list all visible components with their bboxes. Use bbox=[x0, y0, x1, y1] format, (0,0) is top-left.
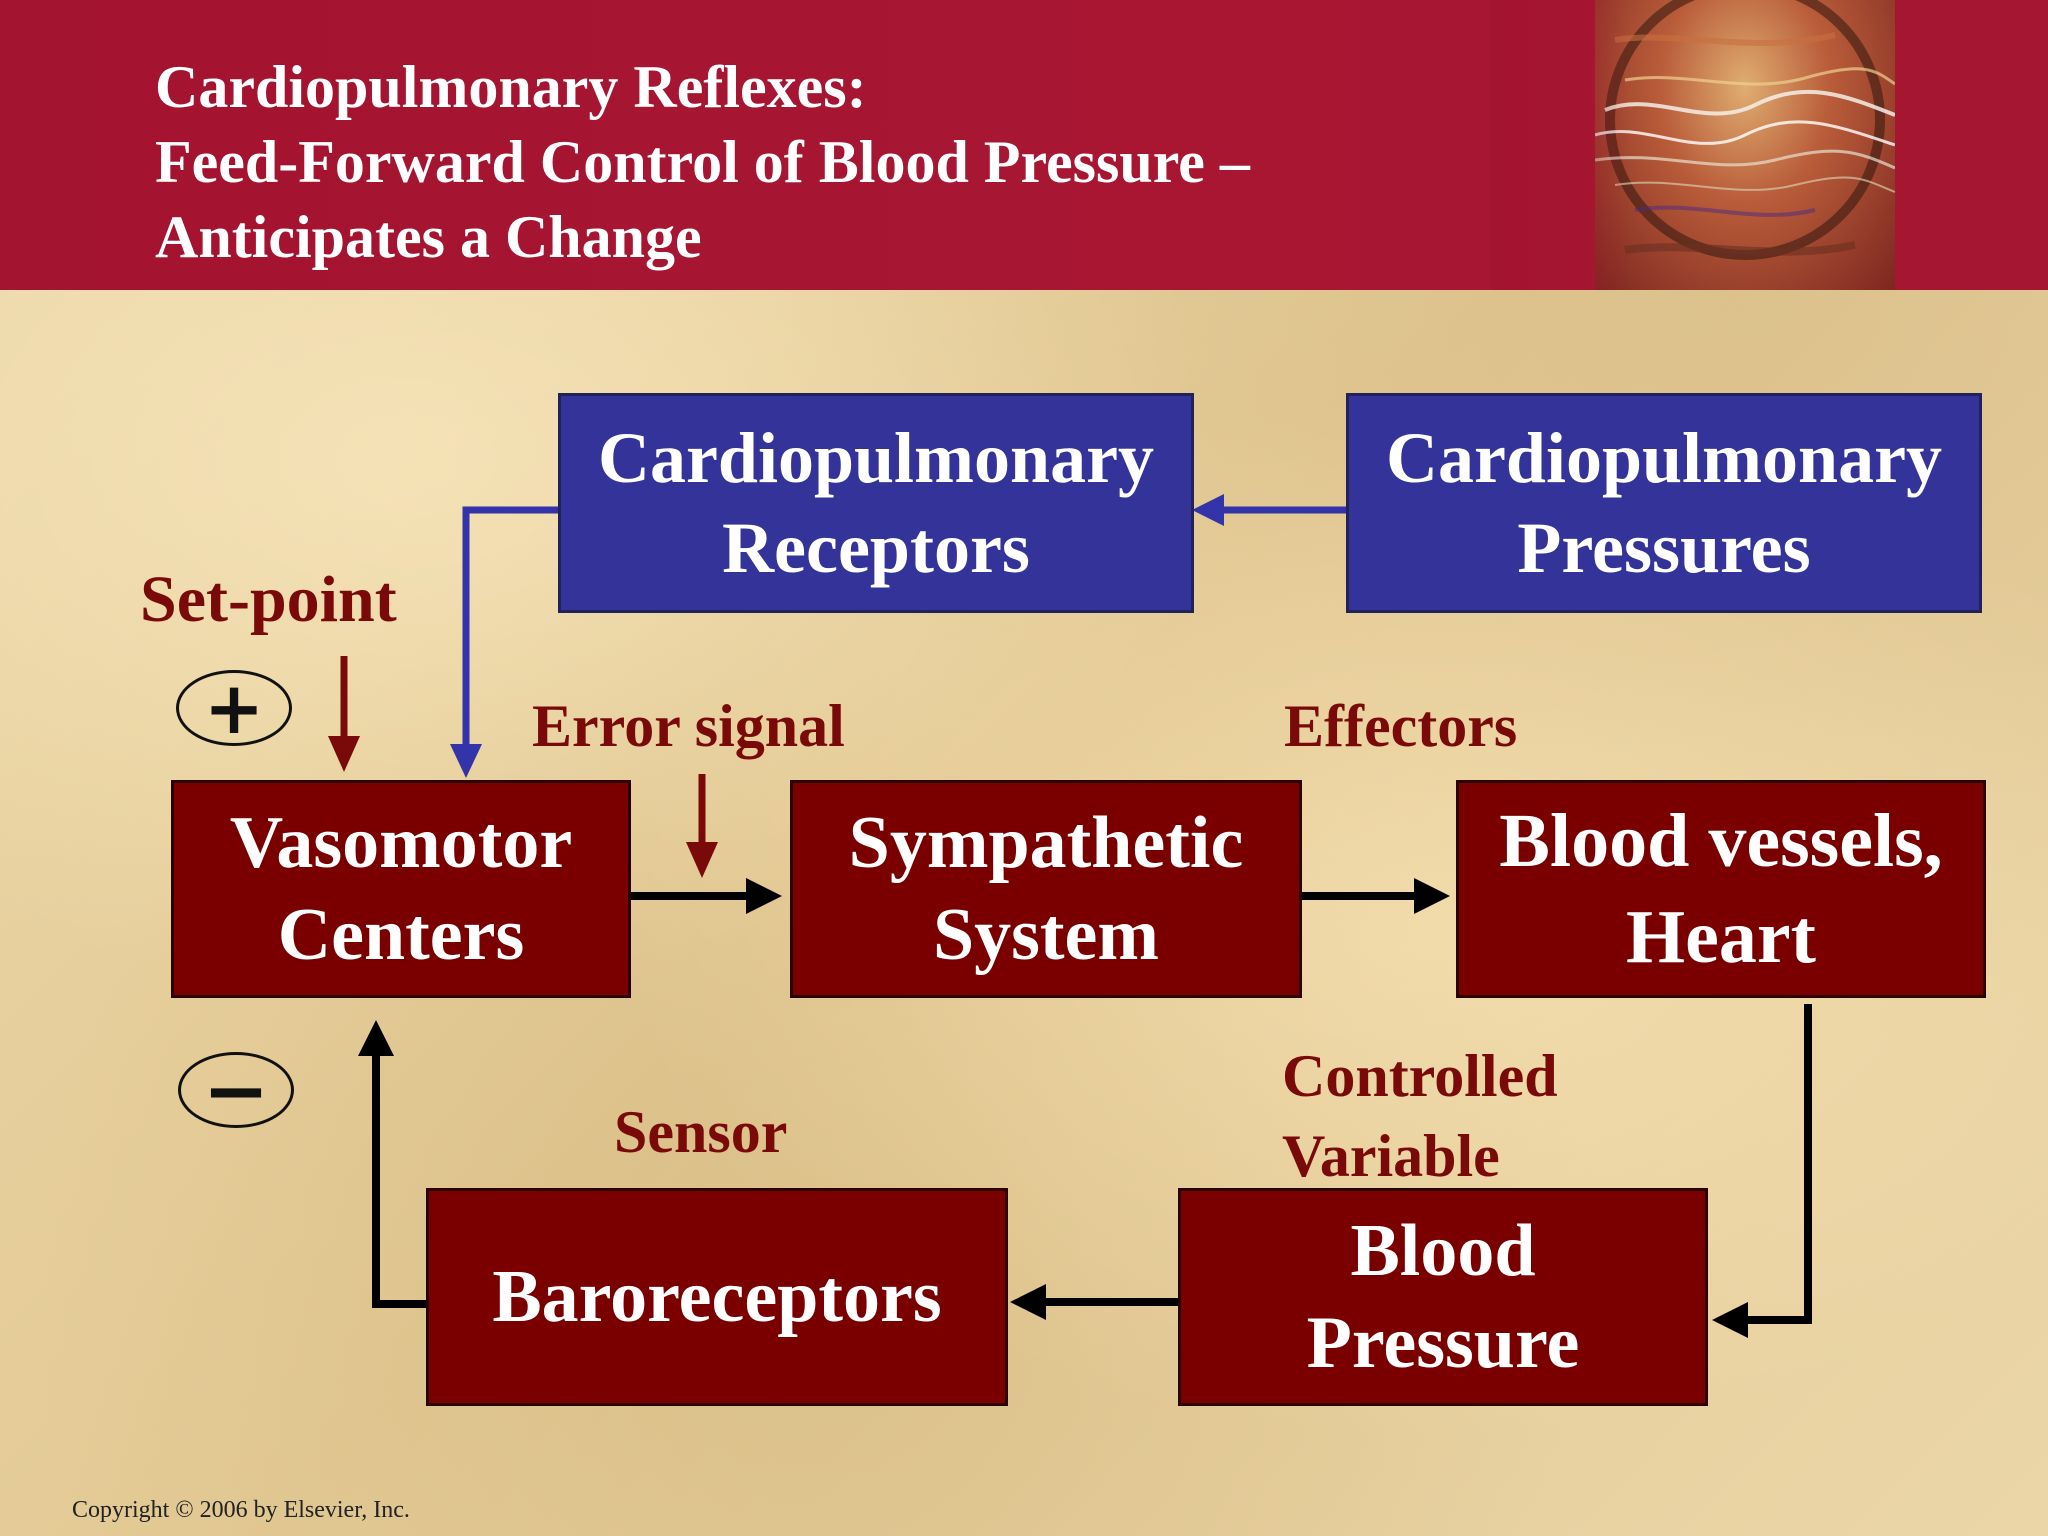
arrow-head-set-point bbox=[328, 736, 360, 772]
vasomotor-line-1: Vasomotor bbox=[229, 802, 573, 884]
controlled-variable-line-1: Controlled bbox=[1282, 1043, 1558, 1109]
cardiopulmonary-receptors-box: Cardiopulmonary Receptors bbox=[558, 393, 1194, 613]
receptors-line-1: Cardiopulmonary bbox=[597, 418, 1155, 498]
decorative-artwork bbox=[1595, 0, 1895, 290]
controlled-variable-label: Controlled Variable bbox=[1282, 1036, 1558, 1196]
cardiopulmonary-pressures-box: Cardiopulmonary Pressures bbox=[1346, 393, 1982, 613]
arrow-head-error-signal bbox=[686, 842, 718, 878]
arrow-head-pressures-to-receptors bbox=[1192, 494, 1224, 526]
sympathetic-line-2: System bbox=[932, 894, 1160, 976]
plus-sign-icon: + bbox=[176, 666, 292, 750]
blood-pressure-line-1: Blood bbox=[1350, 1210, 1536, 1292]
arrow-head-baroreceptors-to-vasomotor bbox=[358, 1020, 394, 1056]
arrow-vessels-to-blood-pressure bbox=[1746, 1004, 1812, 1324]
title-line-2: Feed-Forward Control of Blood Pressure – bbox=[155, 129, 1250, 195]
arrow-head-vasomotor-to-sympathetic bbox=[746, 878, 782, 914]
baroreceptors-line-1: Baroreceptors bbox=[492, 1256, 942, 1338]
arrow-head-vessels-to-blood-pressure bbox=[1712, 1302, 1748, 1338]
pressures-line-2: Pressures bbox=[1517, 508, 1811, 588]
blood-pressure-box: Blood Pressure bbox=[1178, 1188, 1708, 1406]
sympathetic-line-1: Sympathetic bbox=[848, 802, 1244, 884]
controlled-variable-line-2: Variable bbox=[1282, 1123, 1500, 1189]
vasomotor-line-2: Centers bbox=[277, 894, 525, 976]
vasomotor-centers-box: Vasomotor Centers bbox=[171, 780, 631, 998]
banner-fade bbox=[1490, 0, 1630, 290]
baroreceptors-box: Baroreceptors bbox=[426, 1188, 1008, 1406]
arrow-baroreceptors-to-vasomotor bbox=[372, 1054, 428, 1308]
vessels-line-2: Heart bbox=[1626, 895, 1816, 979]
pressures-line-1: Cardiopulmonary bbox=[1385, 418, 1943, 498]
set-point-label: Set-point bbox=[140, 563, 397, 636]
copyright-notice: Copyright © 2006 by Elsevier, Inc. bbox=[72, 1497, 410, 1523]
receptors-line-2: Receptors bbox=[722, 508, 1030, 588]
arrow-head-receptors-to-vasomotor bbox=[450, 744, 482, 778]
arrow-head-blood-pressure-to-baroreceptors bbox=[1010, 1284, 1046, 1320]
sympathetic-system-box: Sympathetic System bbox=[790, 780, 1302, 998]
title-line-1: Cardiopulmonary Reflexes: bbox=[155, 54, 867, 120]
error-signal-label: Error signal bbox=[532, 693, 845, 759]
minus-sign-text: − bbox=[202, 1043, 270, 1137]
effectors-label: Effectors bbox=[1284, 693, 1518, 759]
blood-vessels-heart-box: Blood vessels, Heart bbox=[1456, 780, 1986, 998]
vessels-line-1: Blood vessels, bbox=[1499, 799, 1943, 883]
minus-sign-icon: − bbox=[178, 1044, 294, 1137]
title-line-3: Anticipates a Change bbox=[155, 204, 702, 270]
blood-pressure-line-2: Pressure bbox=[1306, 1302, 1580, 1384]
arrow-head-sympathetic-to-vessels bbox=[1414, 878, 1450, 914]
sensor-label: Sensor bbox=[614, 1099, 788, 1165]
slide-title: Cardiopulmonary Reflexes: Feed-Forward C… bbox=[155, 50, 1250, 275]
arrow-receptors-to-vasomotor bbox=[462, 506, 560, 748]
plus-sign-text: + bbox=[203, 666, 265, 750]
